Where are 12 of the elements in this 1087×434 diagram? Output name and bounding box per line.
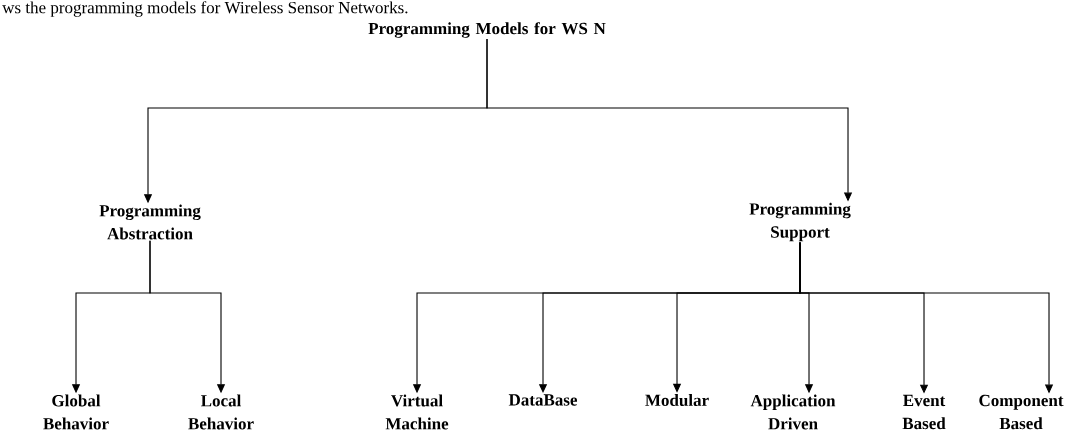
node-label: Programming Abstraction [99,204,201,240]
node-label: Virtual Machine [385,394,449,430]
node-label: Event Based [902,394,946,430]
node-label: Programming Models for WS N [368,22,606,38]
node-label: DataBase [508,394,578,406]
node-label: Component Based [979,394,1064,430]
node-label: Modular [645,394,709,406]
caption-text: ws the programming models for Wireless Sensor Networks. [2,1,408,17]
node-label: Application Driven [750,394,836,430]
node-label: Local Behavior [188,394,254,430]
node-label: Programming Support [749,202,851,242]
node-label: Global Behavior [43,394,109,430]
